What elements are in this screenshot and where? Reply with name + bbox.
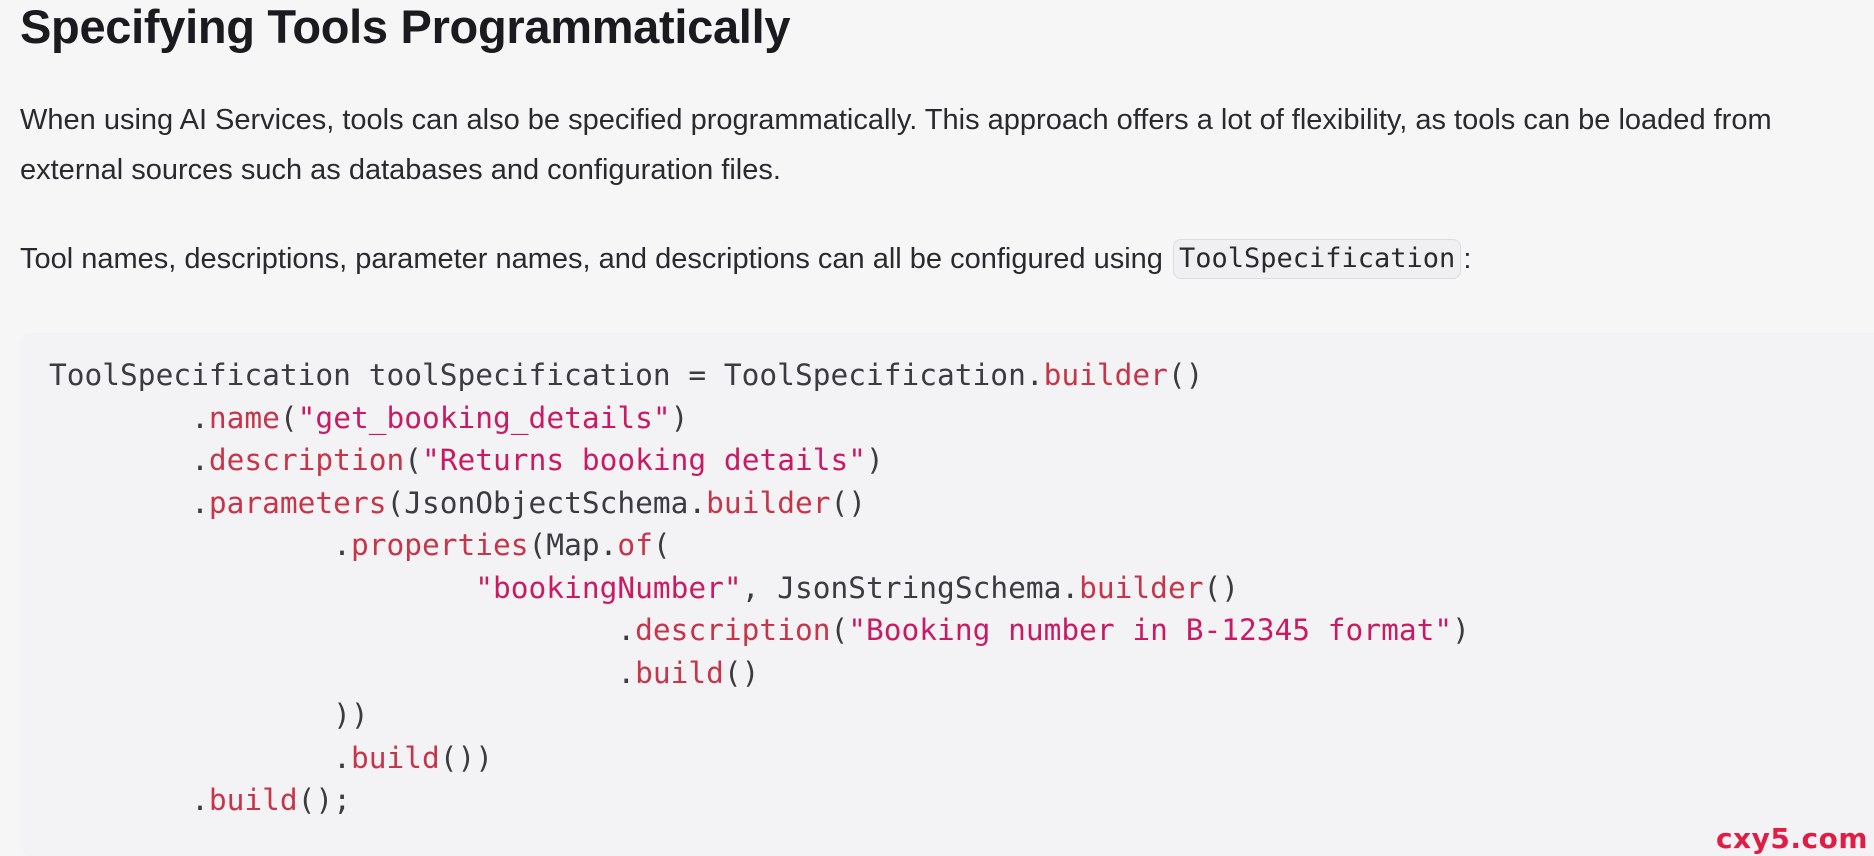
code-token-plain: () xyxy=(830,485,867,520)
code-token-fn: properties xyxy=(350,528,529,562)
code-token-plain: . xyxy=(49,528,351,562)
code-token-fn: builder xyxy=(706,485,831,520)
code-token-plain: . xyxy=(49,783,209,817)
code-line: .build()) xyxy=(49,741,493,775)
code-token-fn: build xyxy=(350,740,440,775)
code-token-fn: build xyxy=(208,783,298,817)
code-token-plain: ( xyxy=(279,400,298,435)
code-line: "bookingNumber", JsonStringSchema.builde… xyxy=(49,571,1239,605)
code-token-plain: . xyxy=(49,613,636,647)
code-block[interactable]: ToolSpecification toolSpecification = To… xyxy=(20,333,1874,856)
code-token-plain: ( xyxy=(404,443,422,477)
code-token-plain: () xyxy=(1167,358,1204,392)
code-token-fn: build xyxy=(635,655,724,690)
code-line: .build(); xyxy=(49,783,351,817)
code-token-plain: . xyxy=(49,740,351,775)
config-paragraph: Tool names, descriptions, parameter name… xyxy=(20,234,1865,284)
code-token-plain: , JsonStringSchema. xyxy=(741,570,1080,605)
code-line: .name("get_booking_details") xyxy=(49,401,688,435)
code-token-plain: (JsonObjectSchema. xyxy=(386,485,707,520)
config-paragraph-colon: : xyxy=(1463,243,1472,275)
code-token-str: "Booking number in B-12345 format" xyxy=(848,613,1453,647)
code-token-plain: . xyxy=(49,485,209,520)
code-token-plain: (Map. xyxy=(528,528,618,562)
code-token-str: "Returns booking details" xyxy=(422,443,867,477)
code-token-fn: description xyxy=(208,443,405,477)
intro-paragraph: When using AI Services, tools can also b… xyxy=(20,104,1772,186)
code-token-fn: builder xyxy=(1043,358,1168,392)
code-token-plain: ( xyxy=(830,613,849,647)
code-token-plain: ) xyxy=(1452,613,1470,647)
code-line: .parameters(JsonObjectSchema.builder() xyxy=(49,486,866,520)
code-listing: ToolSpecification toolSpecification = To… xyxy=(49,354,1470,822)
code-line: .properties(Map.of( xyxy=(49,528,671,562)
code-line: .description("Booking number in B-12345 … xyxy=(49,613,1470,647)
code-line: .build() xyxy=(49,656,759,690)
watermark-logo: cxy5.com xyxy=(1715,822,1868,855)
section-heading: Specifying Tools Programmatically xyxy=(20,0,791,53)
code-token-str: "bookingNumber" xyxy=(475,570,742,605)
code-token-fn: name xyxy=(208,400,280,435)
code-token-fn: of xyxy=(617,528,653,562)
code-token-fn: parameters xyxy=(208,485,387,520)
code-line: .description("Returns booking details") xyxy=(49,443,884,477)
code-token-plain: (); xyxy=(297,783,351,817)
code-token-plain: () xyxy=(1203,570,1239,605)
code-token-plain: ) xyxy=(670,400,689,435)
code-token-plain: ( xyxy=(652,528,671,562)
code-token-plain: ToolSpecification toolSpecification = To… xyxy=(49,358,1044,392)
code-token-plain: () xyxy=(723,655,760,690)
code-token-plain: . xyxy=(49,443,209,477)
code-token-plain: ()) xyxy=(439,740,494,775)
code-token-plain: )) xyxy=(49,698,369,732)
config-paragraph-text: Tool names, descriptions, parameter name… xyxy=(20,243,1171,275)
code-token-fn: builder xyxy=(1079,570,1204,605)
inline-code-tool-specification: ToolSpecification xyxy=(1172,239,1462,279)
code-token-plain xyxy=(49,571,475,605)
code-token-plain: ) xyxy=(866,443,884,477)
code-token-plain: . xyxy=(49,655,636,690)
code-line: )) xyxy=(49,698,369,732)
code-token-str: "get_booking_details" xyxy=(297,400,671,435)
code-token-plain: . xyxy=(49,400,209,435)
code-line: ToolSpecification toolSpecification = To… xyxy=(49,358,1203,392)
code-token-fn: description xyxy=(635,613,831,647)
